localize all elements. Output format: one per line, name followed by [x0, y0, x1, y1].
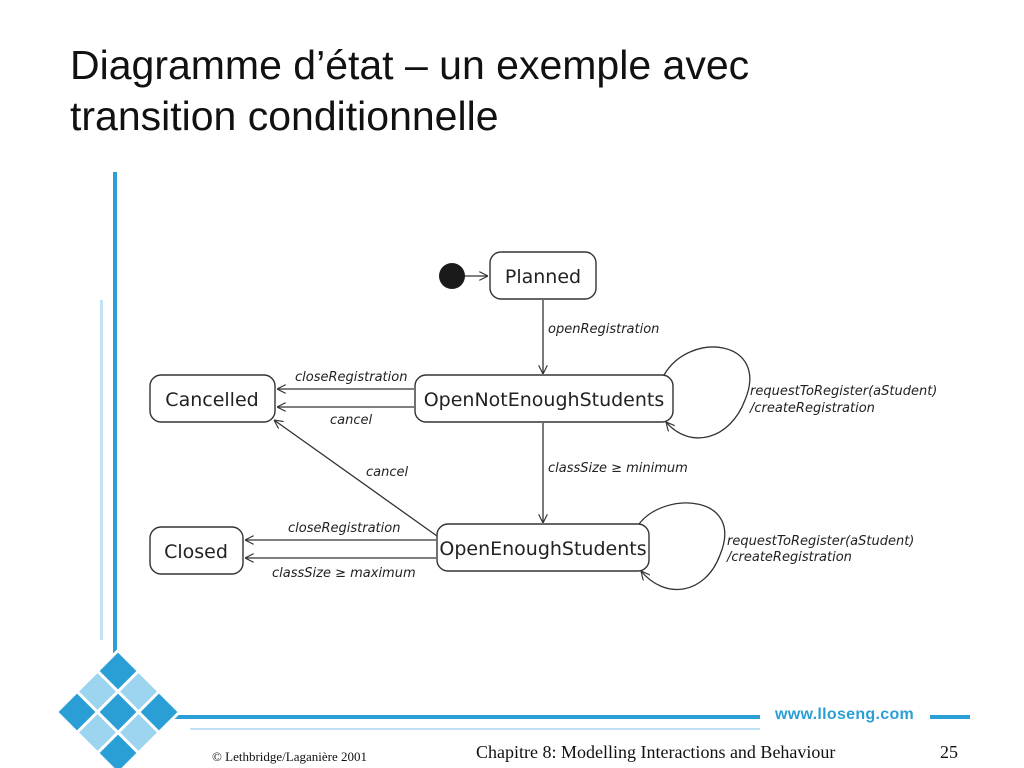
corner-logo [54, 648, 182, 768]
label-self-loop-1-line-2: /createRegistration [749, 401, 875, 416]
label-class-size-maximum: classSize ≥ maximum [272, 566, 416, 581]
state-open-enough-students: OpenEnoughStudents [436, 523, 650, 572]
self-loop-open-enough [638, 502, 726, 591]
state-closed-label: Closed [164, 541, 228, 563]
state-closed: Closed [149, 526, 244, 575]
slide-title: Diagramme d’état – un exemple avec trans… [70, 40, 970, 142]
footer-page-number: 25 [940, 742, 958, 762]
state-planned: Planned [489, 251, 597, 300]
label-close-registration-1: closeRegistration [295, 370, 407, 385]
state-cancelled-label: Cancelled [165, 389, 258, 411]
self-loop-open-not-enough [663, 346, 751, 439]
label-close-registration-2: closeRegistration [288, 521, 400, 536]
label-cancel-2: cancel [366, 465, 408, 480]
footer-chapter: Chapitre 8: Modelling Interactions and B… [476, 742, 836, 762]
transition-cancel-2 [274, 420, 438, 537]
label-open-registration: openRegistration [548, 322, 659, 337]
state-planned-label: Planned [505, 266, 581, 288]
footer-copyright: © Lethbridge/Laganière 2001 [212, 749, 367, 764]
state-open-enough-students-label: OpenEnoughStudents [439, 538, 646, 560]
label-self-loop-2-line-2: /createRegistration [726, 550, 852, 565]
slide-title-line-1: Diagramme d’état – un exemple avec [70, 42, 750, 88]
state-open-not-enough-students: OpenNotEnoughStudents [414, 374, 674, 423]
label-class-size-minimum: classSize ≥ minimum [548, 461, 688, 476]
state-open-not-enough-students-label: OpenNotEnoughStudents [424, 389, 665, 411]
label-self-loop-2-line-1: requestToRegister(aStudent) [727, 534, 914, 549]
slide-title-line-2: transition conditionnelle [70, 93, 499, 139]
label-self-loop-1-line-1: requestToRegister(aStudent) [750, 384, 937, 399]
label-cancel-1: cancel [330, 413, 372, 428]
state-cancelled: Cancelled [149, 374, 276, 423]
initial-state [439, 263, 465, 289]
website-label: www.lloseng.com [775, 706, 915, 723]
